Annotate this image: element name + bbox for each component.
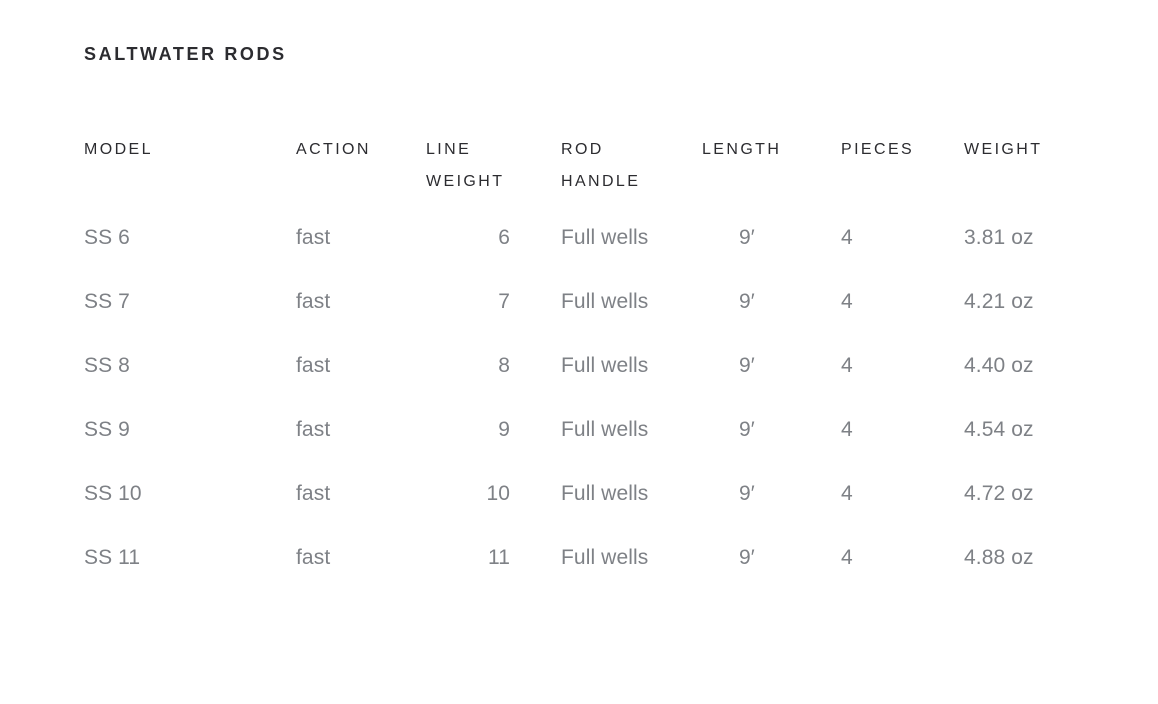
table-row: SS 8 fast 8 Full wells 9′ 4 4.40 oz bbox=[84, 334, 1103, 398]
cell-pieces: 4 bbox=[841, 418, 853, 441]
cell-length: 9′ bbox=[739, 354, 755, 377]
cell-line-weight: 7 bbox=[498, 290, 510, 313]
cell-action: fast bbox=[296, 290, 331, 313]
table-row: SS 10 fast 10 Full wells 9′ 4 4.72 oz bbox=[84, 462, 1103, 526]
cell-length: 9′ bbox=[739, 418, 755, 441]
cell-weight: 4.88 oz bbox=[964, 546, 1034, 569]
cell-model: SS 6 bbox=[84, 226, 130, 249]
cell-rod-handle: Full wells bbox=[561, 482, 649, 505]
cell-weight: 4.54 oz bbox=[964, 418, 1034, 441]
column-header-weight: WEIGHT bbox=[964, 141, 1043, 158]
cell-length: 9′ bbox=[739, 290, 755, 313]
cell-weight: 3.81 oz bbox=[964, 226, 1034, 249]
cell-action: fast bbox=[296, 482, 331, 505]
column-header-length: LENGTH bbox=[702, 141, 782, 158]
cell-rod-handle: Full wells bbox=[561, 354, 649, 377]
cell-line-weight: 8 bbox=[498, 354, 510, 377]
cell-pieces: 4 bbox=[841, 290, 853, 313]
cell-action: fast bbox=[296, 546, 331, 569]
cell-line-weight: 11 bbox=[488, 546, 510, 569]
table-row: SS 11 fast 11 Full wells 9′ 4 4.88 oz bbox=[84, 526, 1103, 590]
column-header-rod-handle: ROD HANDLE bbox=[561, 141, 641, 190]
cell-pieces: 4 bbox=[841, 354, 853, 377]
cell-line-weight: 6 bbox=[498, 226, 510, 249]
cell-pieces: 4 bbox=[841, 482, 853, 505]
cell-action: fast bbox=[296, 354, 331, 377]
column-header-model: MODEL bbox=[84, 141, 153, 158]
cell-weight: 4.72 oz bbox=[964, 482, 1034, 505]
cell-pieces: 4 bbox=[841, 226, 853, 249]
table-body: SS 6 fast 6 Full wells 9′ 4 3.81 oz SS 7… bbox=[84, 206, 1103, 590]
rod-specification-table: MODEL ACTION LINE WEIGHT ROD HANDLE LENG… bbox=[84, 134, 1103, 590]
cell-pieces: 4 bbox=[841, 546, 853, 569]
cell-rod-handle: Full wells bbox=[561, 290, 649, 313]
cell-model: SS 9 bbox=[84, 418, 130, 441]
column-header-action: ACTION bbox=[296, 141, 371, 158]
cell-length: 9′ bbox=[739, 482, 755, 505]
table-header-row: MODEL ACTION LINE WEIGHT ROD HANDLE LENG… bbox=[84, 134, 1103, 206]
table-header: MODEL ACTION LINE WEIGHT ROD HANDLE LENG… bbox=[84, 134, 1103, 206]
cell-line-weight: 9 bbox=[498, 418, 510, 441]
cell-length: 9′ bbox=[739, 546, 755, 569]
table-row: SS 9 fast 9 Full wells 9′ 4 4.54 oz bbox=[84, 398, 1103, 462]
cell-rod-handle: Full wells bbox=[561, 546, 649, 569]
cell-model: SS 11 bbox=[84, 546, 141, 569]
cell-line-weight: 10 bbox=[486, 482, 510, 505]
cell-model: SS 7 bbox=[84, 290, 130, 313]
cell-model: SS 8 bbox=[84, 354, 130, 377]
column-header-pieces: PIECES bbox=[841, 141, 915, 158]
cell-rod-handle: Full wells bbox=[561, 226, 649, 249]
table-row: SS 7 fast 7 Full wells 9′ 4 4.21 oz bbox=[84, 270, 1103, 334]
column-header-line-weight: LINE WEIGHT bbox=[426, 141, 505, 190]
cell-action: fast bbox=[296, 418, 331, 441]
cell-weight: 4.40 oz bbox=[964, 354, 1034, 377]
page-title: SALTWATER RODS bbox=[84, 44, 287, 64]
cell-weight: 4.21 oz bbox=[964, 290, 1034, 313]
cell-length: 9′ bbox=[739, 226, 755, 249]
cell-model: SS 10 bbox=[84, 482, 142, 505]
cell-action: fast bbox=[296, 226, 331, 249]
table-row: SS 6 fast 6 Full wells 9′ 4 3.81 oz bbox=[84, 206, 1103, 270]
cell-rod-handle: Full wells bbox=[561, 418, 649, 441]
